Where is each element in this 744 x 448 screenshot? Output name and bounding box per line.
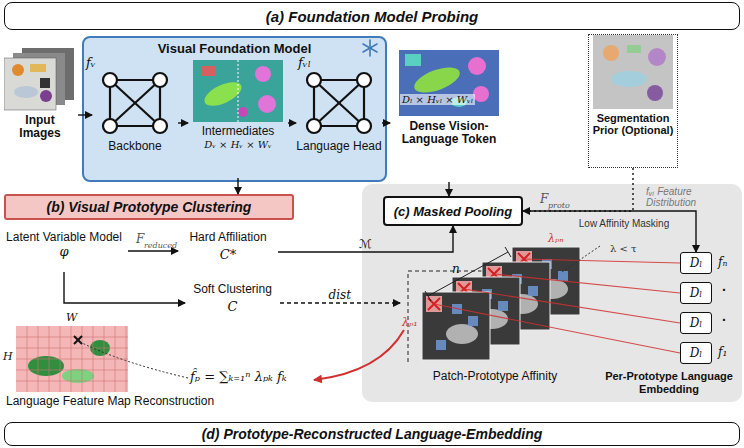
math-label: f₁ [718, 345, 727, 359]
prior-box: Segmentation Prior (Optional) [588, 34, 678, 168]
backbone-node: Backbone [92, 70, 178, 176]
reconstruction-arrow [314, 330, 404, 380]
math-label: λₚₙ [548, 232, 564, 245]
node-illustration [4, 48, 76, 112]
embedding-box: Dₗ [680, 252, 712, 274]
node-illustration [304, 70, 374, 136]
affinity-node: Patch-Prototype Affinity [400, 245, 590, 397]
connector-arrow [280, 302, 400, 303]
node-text: Dense Vision-Language Token [390, 120, 508, 146]
node-illustration [593, 35, 673, 109]
model-box: Visual Foundation ModelBackbone Intermedi… [82, 36, 387, 182]
node-illustration [100, 70, 170, 136]
process-node: Hard AffiliationC* [178, 230, 278, 274]
formula-label: f̂ₚ = ∑ₖ₌₁ⁿ λₚₖ fₖ [190, 369, 287, 384]
node-text: Visual Foundation Model [158, 41, 312, 56]
caption-label: Per-Prototype Language Embedding [596, 370, 742, 396]
section-band: (a) Foundation Model Probing [4, 2, 740, 30]
math-label: F [136, 232, 144, 246]
math-label: fᵥ [86, 55, 96, 70]
connector-arrow [448, 182, 449, 196]
math-label: λ < τ [610, 243, 637, 254]
math-label: n [452, 262, 460, 276]
reconstruction-node: Language Feature Map Reconstruction [6, 326, 256, 410]
node-illustration [16, 326, 128, 392]
node-text: Dₗ [690, 346, 703, 360]
node-illustration [193, 60, 283, 122]
node-text: Dᵥ × Hᵥ × Wᵥ [204, 139, 272, 150]
node-text: (c) Masked Pooling [394, 204, 512, 219]
language-head-node: Language Head [296, 70, 382, 176]
ellipsis-dot: · [722, 282, 727, 298]
node-text: (d) Prototype-Reconstructed Language-Emb… [202, 426, 543, 442]
node-text: Dₗ [690, 316, 703, 330]
node-text: Latent Variable Model [6, 230, 122, 244]
math-label: fₙ [718, 255, 727, 269]
node-text: Dₗ × Hᵥₗ × Wᵥₗ [400, 94, 475, 105]
node-text: Backbone [108, 139, 161, 153]
node-text: Patch-Prototype Affinity [433, 369, 558, 383]
affinity-stack [400, 245, 590, 365]
math-label: λₚ₁ [402, 316, 418, 329]
feature-distribution-region [362, 184, 742, 402]
node-text: Soft Clustering [193, 282, 272, 296]
section-box: (c) Masked Pooling [383, 196, 523, 226]
embedding-box: Dₗ [680, 342, 712, 364]
note-label: Low Affinity Masking [578, 218, 670, 229]
node-text: C* [220, 247, 236, 262]
node-text: (a) Foundation Model Probing [266, 8, 478, 25]
node-illustration [400, 245, 590, 365]
connector-arrow [523, 211, 696, 252]
connector-arrow [128, 250, 178, 251]
edge-label: ℳ [359, 237, 372, 251]
node-text: Dₗ [690, 256, 703, 270]
dimension-label: W [66, 311, 77, 324]
node-text: Language Head [296, 139, 381, 153]
connector-arrow [64, 272, 185, 303]
node-text: Input Images [14, 114, 66, 140]
node-text: Language Feature Map Reconstruction [6, 394, 214, 408]
network-icon [100, 70, 170, 136]
ellipsis-dot: · [722, 312, 727, 328]
model-label-node: Latent Variable Modelφ [0, 230, 128, 272]
node-text: C [228, 299, 238, 314]
process-node: Soft ClusteringC [185, 282, 280, 324]
node-text: Hard Affiliation [189, 230, 266, 244]
connector-arrow [278, 226, 453, 252]
token-node: Dₗ × Hᵥₗ × WᵥₗDense Vision-Language Toke… [390, 50, 508, 182]
node-illustration [399, 50, 499, 116]
section-box: (b) Visual Prototype Clustering [4, 194, 294, 220]
math-subscript: reduced [144, 241, 177, 250]
connector-arrow [523, 168, 633, 211]
token-map [399, 50, 499, 116]
node-text: Dₗ [690, 286, 703, 300]
feature-map [193, 60, 283, 122]
input-images [4, 48, 76, 112]
intermediates-node: IntermediatesDᵥ × Hᵥ × Wᵥ [188, 60, 288, 178]
node-text: (b) Visual Prototype Clustering [47, 199, 252, 215]
reconstruction-grid [16, 326, 128, 392]
segmentation-image [593, 35, 673, 109]
network-icon [304, 70, 374, 136]
region-label: fᵥₗ Feature Distribution [646, 186, 738, 208]
node-text: Intermediates [202, 124, 275, 138]
math-label: F [540, 192, 548, 206]
math-subscript: proto [548, 201, 570, 210]
node-text: Segmentation Prior (Optional) [589, 112, 677, 136]
input-images-node: Input Images [2, 48, 78, 160]
section-band: (d) Prototype-Reconstructed Language-Emb… [4, 422, 740, 446]
node-text: φ [59, 244, 68, 259]
embedding-box: Dₗ [680, 282, 712, 304]
edge-label: dist [329, 288, 352, 302]
math-label: fᵥₗ [298, 55, 311, 70]
embedding-box: Dₗ [680, 312, 712, 334]
dimension-label: H [3, 350, 13, 363]
